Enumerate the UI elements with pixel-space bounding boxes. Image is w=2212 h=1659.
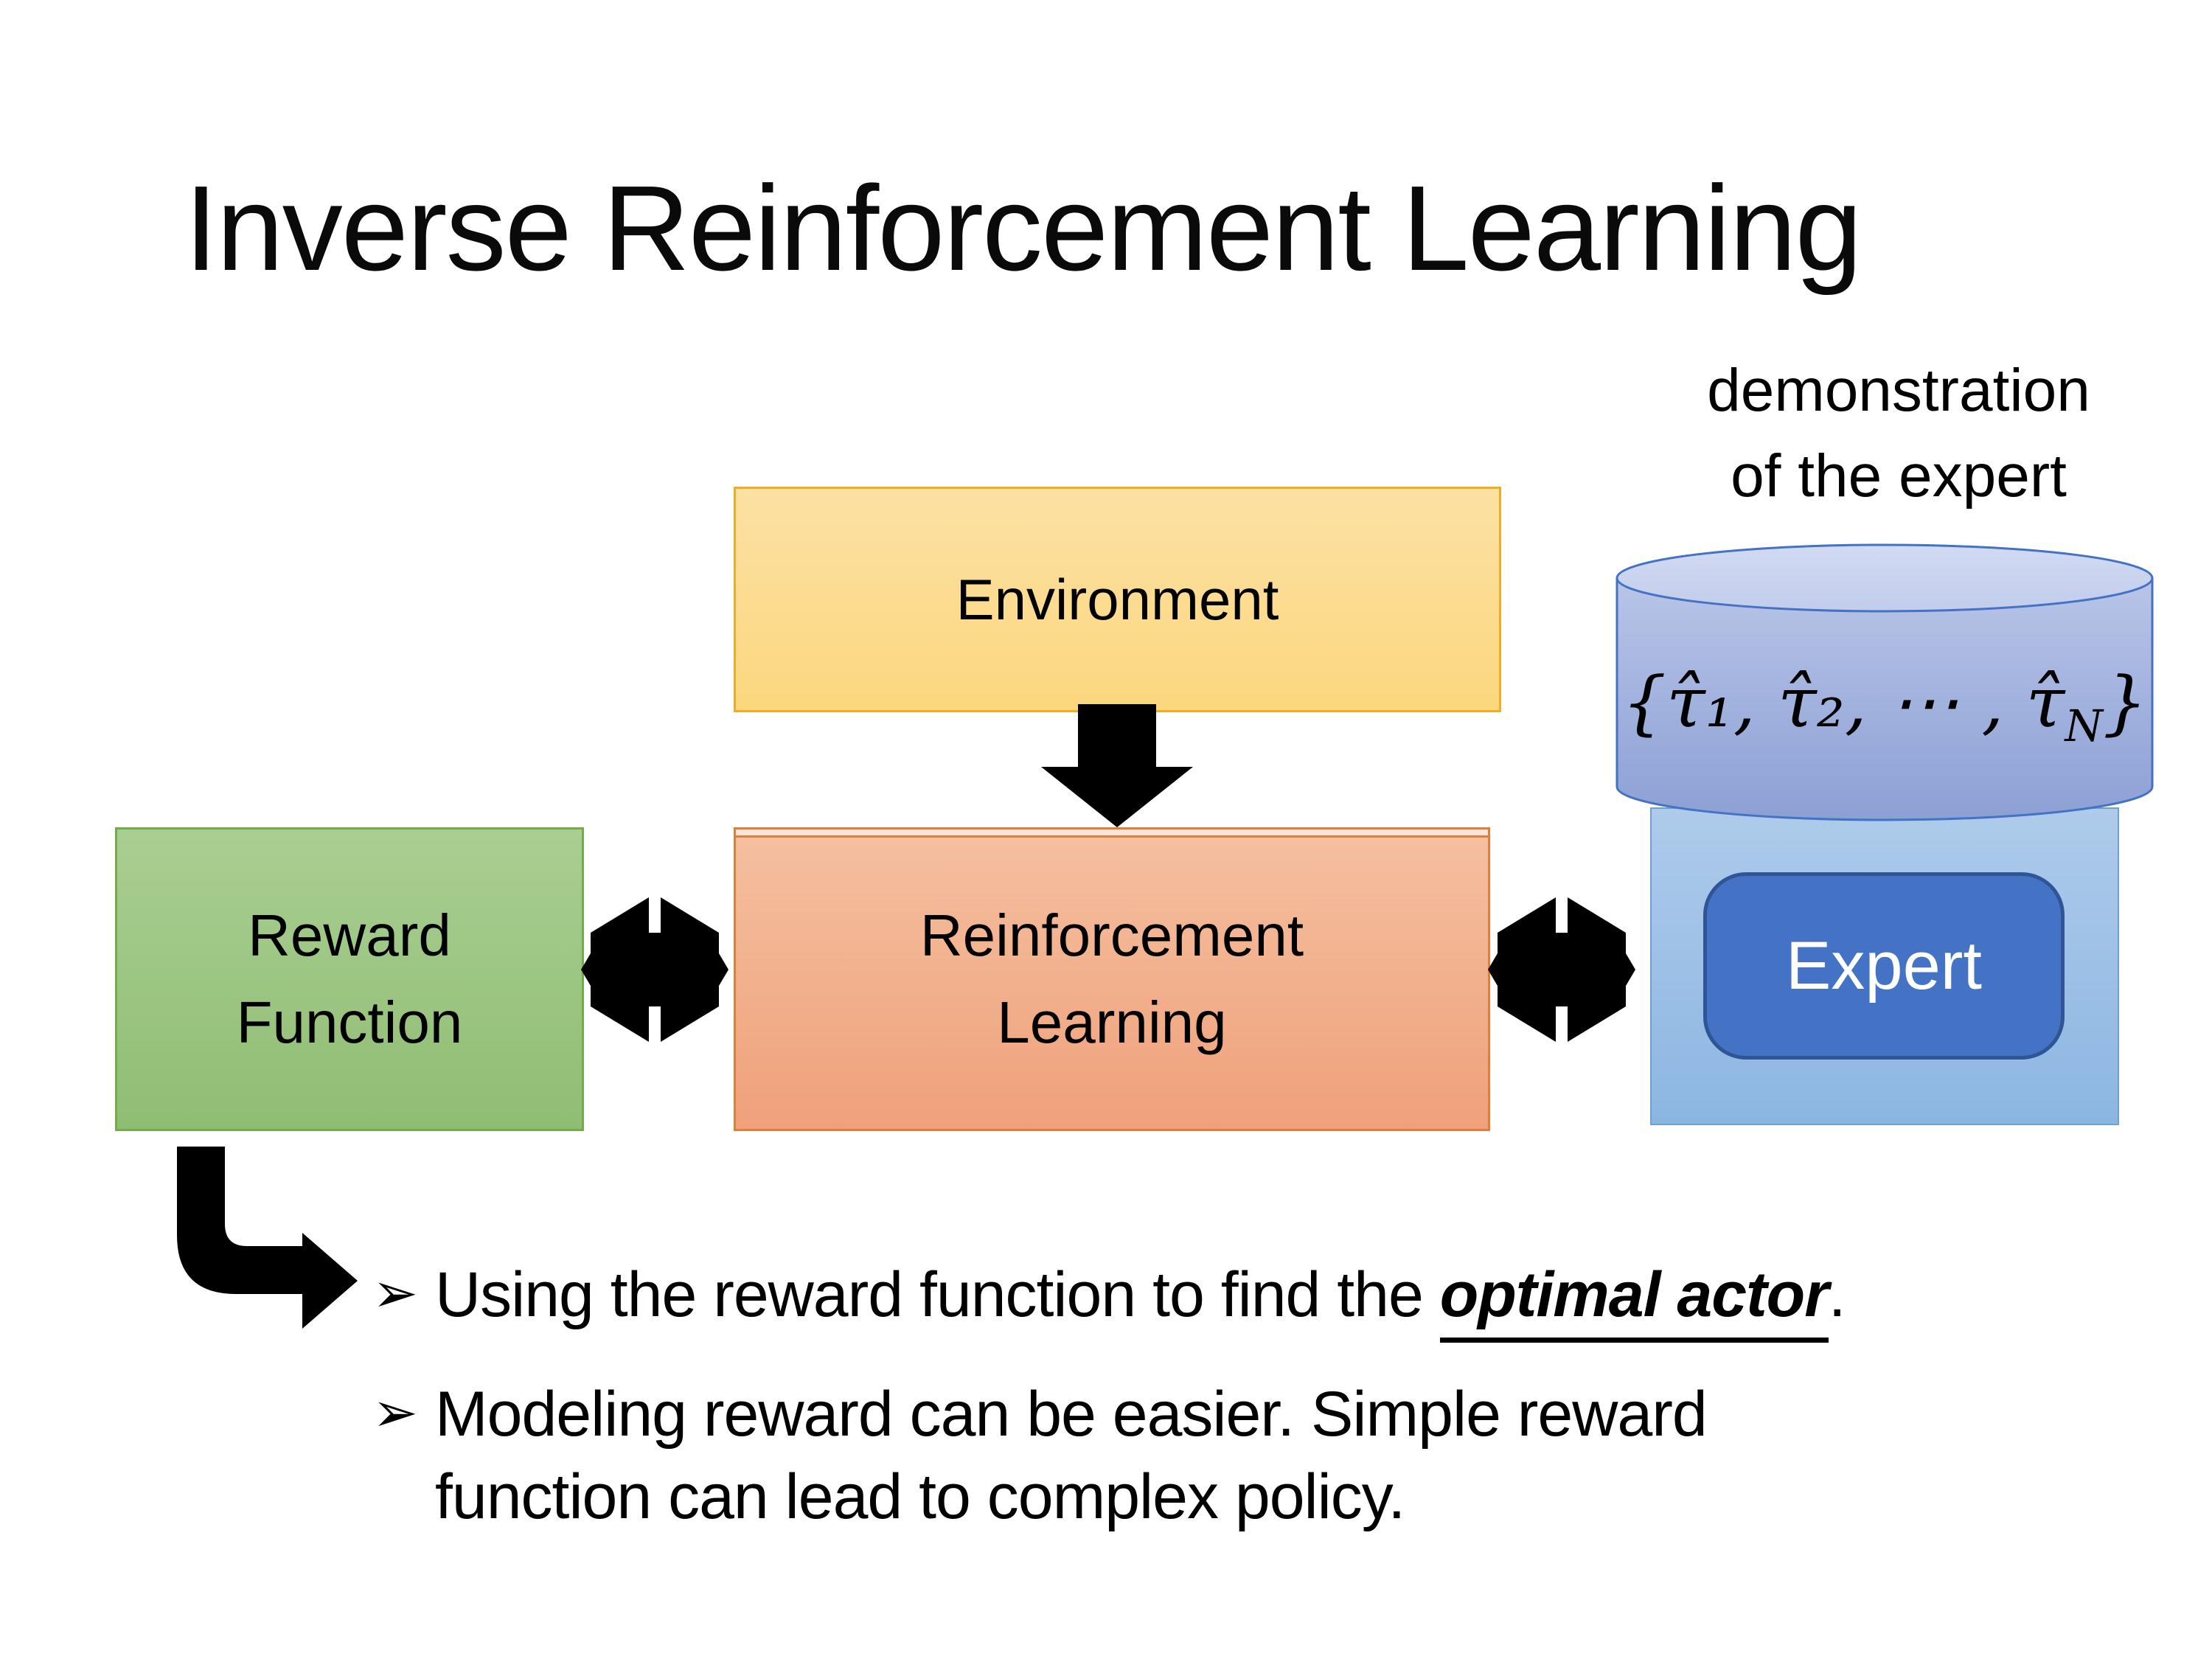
reward-label-line2: Function	[236, 990, 463, 1055]
rl-label-line2: Learning	[997, 990, 1227, 1055]
trajectory-set-formula: {τ̂₁, τ̂₂, ⋯ , τ̂N}	[1615, 658, 2154, 748]
reinforcement-learning-label: Reinforcement Learning	[920, 892, 1304, 1066]
down-arrow-icon	[1041, 704, 1193, 827]
bullet-1-pre: Using the reward function to find the	[435, 1259, 1440, 1330]
demonstration-caption-line2: of the expert	[1731, 442, 2067, 509]
rl-label-line1: Reinforcement	[919, 902, 1304, 968]
expert-label: Expert	[1786, 928, 1982, 1004]
bullet-2-line1: Modeling reward can be easier. Simple re…	[435, 1379, 1708, 1450]
bullet-arrow-icon: ➢	[372, 1381, 419, 1444]
reward-function-box: Reward Function	[115, 827, 584, 1131]
bullet-1-post: .	[1828, 1259, 1846, 1330]
bullet-item-1: ➢ Using the reward function to find the …	[372, 1253, 2179, 1343]
demonstration-caption: demonstration of the expert	[1585, 348, 2212, 519]
database-cylinder-icon	[1615, 543, 2154, 821]
elbow-arrow-icon	[177, 1147, 358, 1329]
environment-box: Environment	[734, 487, 1501, 712]
bullet-1-text: Using the reward function to find the op…	[435, 1253, 1846, 1343]
rl-box-top-strip	[736, 830, 1488, 838]
bullet-arrow-icon: ➢	[372, 1262, 419, 1325]
double-arrow-icon-left	[581, 897, 728, 1042]
environment-label: Environment	[956, 566, 1279, 632]
formula-prefix: {τ̂₁, τ̂₂, ⋯ , τ̂	[1621, 662, 2065, 743]
slide-title: Inverse Reinforcement Learning	[184, 161, 1863, 296]
reinforcement-learning-box: Reinforcement Learning	[734, 827, 1490, 1131]
bullet-2-text: Modeling reward can be easier. Simple re…	[435, 1373, 1708, 1538]
bullet-item-2: ➢ Modeling reward can be easier. Simple …	[372, 1373, 2179, 1538]
reward-label-line1: Reward	[248, 902, 451, 968]
double-arrow-icon-right	[1488, 897, 1635, 1042]
bullet-1-emphasis: optimal actor	[1439, 1259, 1829, 1343]
demonstration-caption-line1: demonstration	[1707, 357, 2090, 424]
expert-box: Expert	[1703, 872, 2065, 1060]
formula-suffix: }	[2102, 662, 2148, 743]
formula-subscript: N	[2065, 700, 2103, 751]
bullet-2-line2: function can lead to complex policy.	[435, 1461, 1405, 1532]
reward-function-label: Reward Function	[237, 892, 463, 1066]
